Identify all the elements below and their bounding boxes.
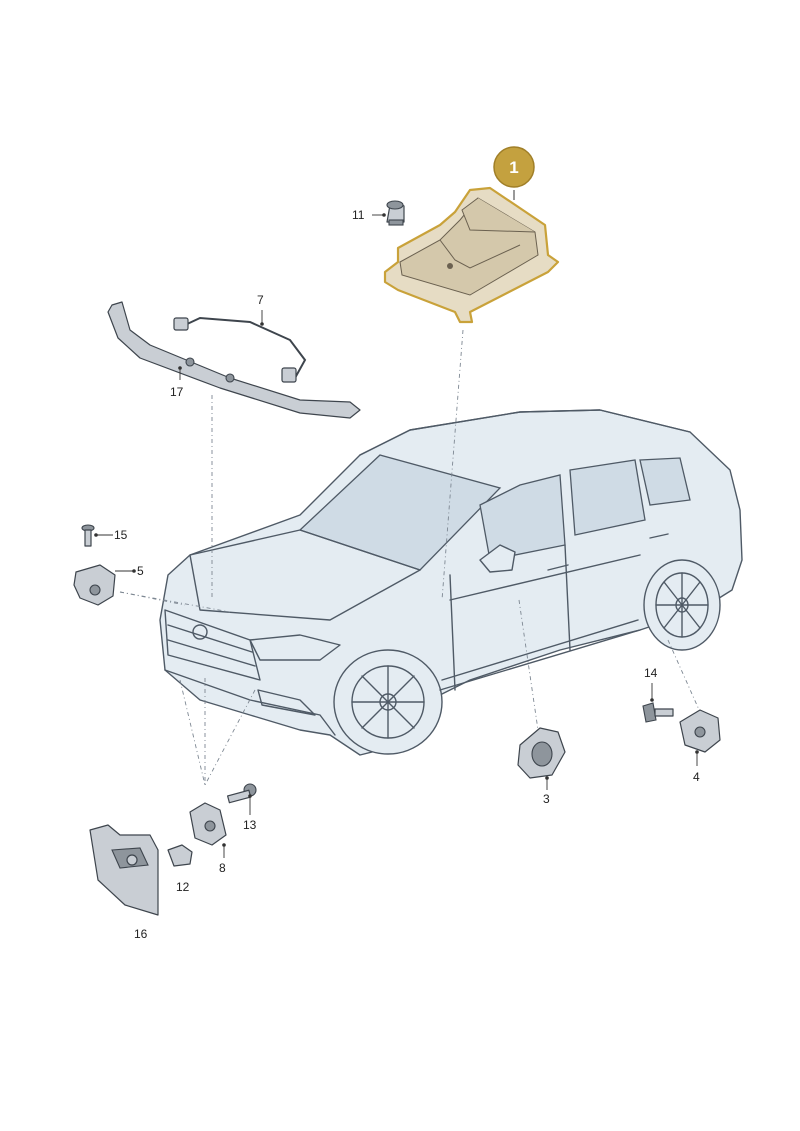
callout-15-label: 15 (114, 528, 128, 542)
vehicle-illustration (159, 409, 743, 756)
reference-lines (119, 329, 701, 786)
airbag-control-unit-icon[interactable] (383, 186, 560, 324)
callout-8-label: 8 (219, 861, 226, 875)
callout-17-label: 17 (170, 385, 184, 399)
callout-4-label: 4 (693, 770, 700, 784)
callout-7-label: 7 (257, 293, 264, 307)
callout-16-label: 16 (134, 927, 148, 941)
callout-5-label: 5 (137, 564, 144, 578)
clip-nut-icon[interactable] (167, 844, 193, 867)
callout-11-label: 11 (352, 208, 365, 222)
bolt-icon[interactable] (642, 702, 674, 723)
pressure-sensor-icon[interactable] (517, 727, 566, 779)
crash-sensor-front-icon[interactable] (73, 564, 116, 606)
nut-icon[interactable] (386, 200, 405, 226)
bolt-icon[interactable] (226, 783, 257, 804)
callout-3-label: 3 (543, 792, 550, 806)
screw-icon[interactable] (81, 524, 95, 547)
callout-1-label: 1 (509, 158, 518, 177)
crash-sensor-side-icon[interactable] (679, 709, 721, 753)
wiring-harness-icon[interactable] (173, 316, 307, 383)
callout-14-label: 14 (644, 666, 658, 680)
bracket-icon[interactable] (89, 824, 159, 916)
callout-12-label: 12 (176, 880, 190, 894)
callout-1-badge[interactable]: 1 (493, 146, 535, 200)
cable-strip-icon[interactable] (107, 301, 361, 419)
callout-13-label: 13 (243, 818, 257, 832)
crash-sensor-front-icon[interactable] (189, 802, 227, 846)
